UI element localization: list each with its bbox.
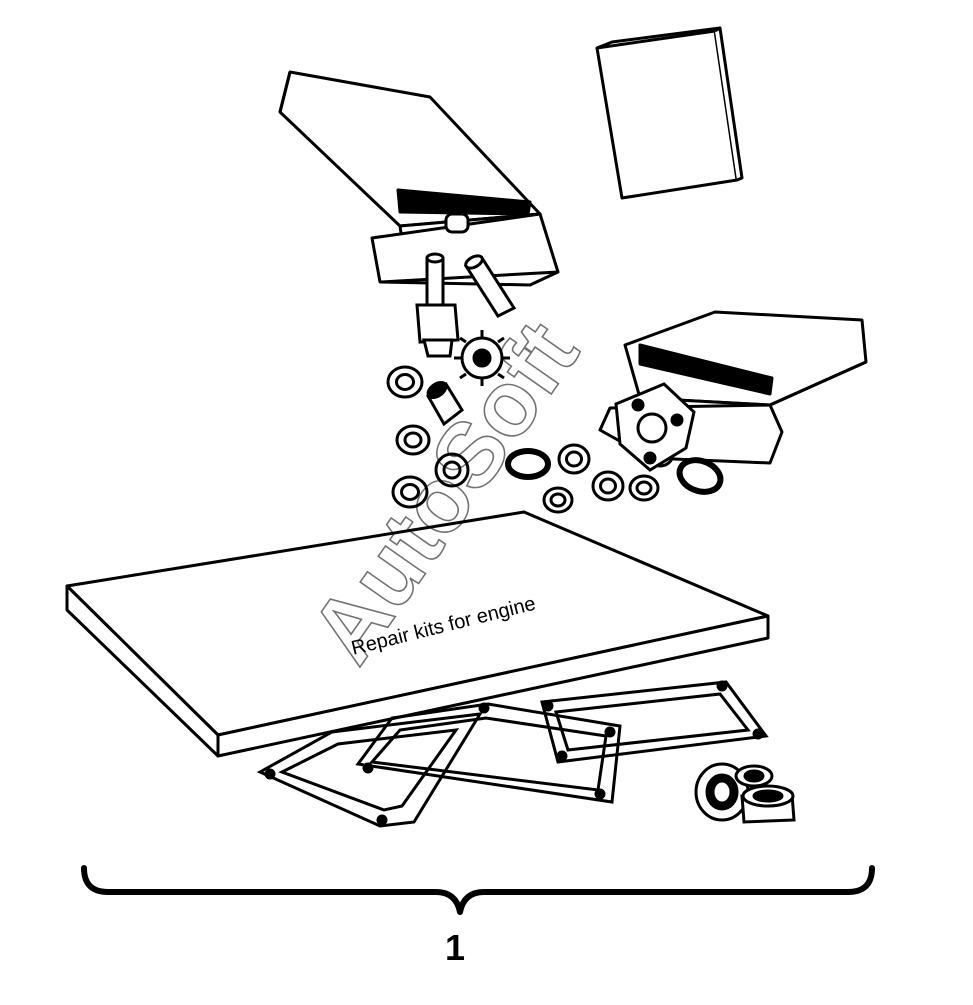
- drive-shaft: [415, 252, 460, 358]
- grouping-brace: [81, 865, 875, 915]
- washer: [391, 475, 429, 509]
- gear: [454, 330, 510, 386]
- washer: [591, 470, 625, 502]
- gasket-2: [355, 702, 622, 804]
- washer: [395, 424, 431, 456]
- gasket-3: [540, 680, 769, 764]
- instruction-booklet: [65, 510, 770, 758]
- open-parts-box-left: [278, 70, 560, 287]
- washer: [557, 443, 591, 475]
- closed-parts-box: [595, 26, 744, 200]
- washer: [542, 486, 574, 514]
- bushing: [426, 380, 464, 427]
- o-ring-right: [676, 457, 724, 495]
- washer: [628, 474, 660, 502]
- callout-number: 1: [445, 927, 465, 968]
- flange-gasket: [614, 382, 696, 472]
- pin: [463, 254, 517, 318]
- washer: [386, 365, 424, 399]
- oil-seal-2: [734, 764, 796, 824]
- washer: [434, 452, 470, 488]
- o-ring-left: [505, 448, 551, 480]
